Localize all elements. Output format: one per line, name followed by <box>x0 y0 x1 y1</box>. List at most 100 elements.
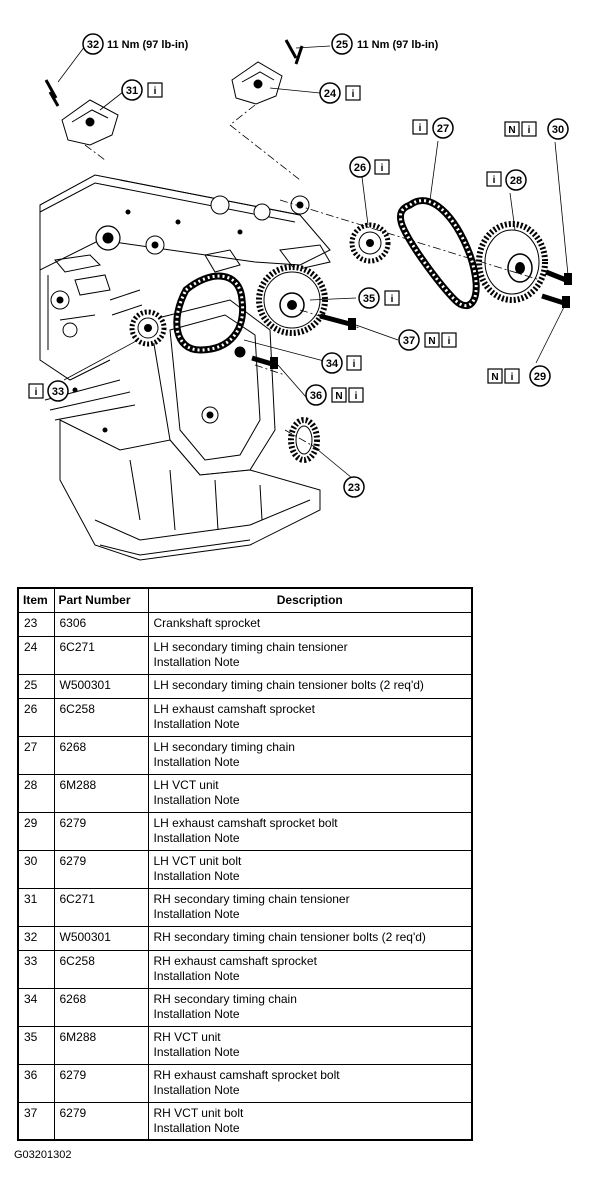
callout-34: 34 i <box>321 352 362 374</box>
rh-secondary-tensioner-bolts <box>44 79 60 107</box>
callout-37-new-part-icon: N <box>428 336 435 347</box>
description-text: RH secondary timing chain <box>153 991 297 1006</box>
cell-description: RH secondary timing chain tensioner bolt… <box>147 925 473 951</box>
cell-item: 30 <box>17 849 55 889</box>
callout-29-new-part-icon: N <box>491 372 498 383</box>
callout-25-torque: 11 Nm (97 lb-in) <box>357 39 439 51</box>
callout-32-torque: 11 Nm (97 lb-in) <box>107 39 189 51</box>
rh-exhaust-camshaft-sprocket-bolt <box>251 355 278 369</box>
callout-27-number: 27 <box>437 123 449 135</box>
callout-33-info-icon: i <box>35 387 38 398</box>
engine-block-drawing <box>39 174 331 561</box>
installation-note-text: Installation Note <box>153 792 240 807</box>
installation-note-text: Installation Note <box>153 868 240 883</box>
cell-part-number: 6C271 <box>53 887 149 927</box>
rh-vct-unit <box>256 264 328 336</box>
callout-30-info-icon: i <box>528 125 531 136</box>
cell-description: LH secondary timing chain tensioner bolt… <box>147 673 473 699</box>
lh-exhaust-camshaft-sprocket-bolt <box>541 293 570 308</box>
description-text: RH exhaust camshaft sprocket bolt <box>153 1067 340 1082</box>
callout-35-info-icon: i <box>391 294 394 305</box>
description-text: Crankshaft sprocket <box>153 615 261 630</box>
rh-exhaust-camshaft-sprocket <box>129 309 167 347</box>
callout-35: 35 i <box>358 287 400 309</box>
callout-28-info-icon: i <box>493 175 496 186</box>
callout-26-number: 26 <box>354 162 366 174</box>
cell-part-number: 6C258 <box>53 697 149 737</box>
cell-part-number: 6C271 <box>53 635 149 675</box>
header-item: Item <box>17 587 55 613</box>
cell-part-number: W500301 <box>53 673 149 699</box>
figure-code: G03201302 <box>14 1149 72 1161</box>
cell-item: 23 <box>17 611 55 637</box>
callout-28: i 28 <box>486 169 527 191</box>
cell-item: 28 <box>17 773 55 813</box>
cell-part-number: 6306 <box>53 611 149 637</box>
callout-25: 25 11 Nm (97 lb-in) <box>331 33 439 55</box>
installation-note-text: Installation Note <box>153 716 240 731</box>
cell-part-number: 6279 <box>53 811 149 851</box>
description-text: RH exhaust camshaft sprocket <box>153 953 317 968</box>
installation-note-text: Installation Note <box>153 1082 240 1097</box>
cell-item: 33 <box>17 949 55 989</box>
description-text: LH secondary timing chain tensioner <box>153 639 348 654</box>
callout-30: N i 30 <box>504 118 569 140</box>
lh-secondary-timing-chain-tensioner <box>231 61 283 105</box>
callout-36-info-icon: i <box>355 391 358 402</box>
lh-exhaust-camshaft-sprocket <box>349 222 391 264</box>
cell-item: 32 <box>17 925 55 951</box>
description-text: RH VCT unit <box>153 1029 221 1044</box>
rh-secondary-timing-chain-tensioner <box>61 99 119 146</box>
cell-part-number: 6M288 <box>53 1025 149 1065</box>
lh-vct-unit-bolt <box>545 269 572 285</box>
cell-item: 37 <box>17 1101 55 1141</box>
callout-33-number: 33 <box>52 386 64 398</box>
timing-components-exploded-view: 32 11 Nm (97 lb-in) 25 11 Nm (97 lb-in) … <box>28 33 572 561</box>
cell-part-number: 6279 <box>53 1101 149 1141</box>
callout-29-number: 29 <box>534 371 546 383</box>
cell-item: 26 <box>17 697 55 737</box>
callout-31-info-icon: i <box>154 86 157 97</box>
callout-32-number: 32 <box>87 39 99 51</box>
callout-37-info-icon: i <box>448 336 451 347</box>
callout-26-info-icon: i <box>381 163 384 174</box>
callout-29: N i 29 <box>487 365 551 387</box>
cell-item: 24 <box>17 635 55 675</box>
callout-24-info-icon: i <box>352 89 355 100</box>
installation-note-text: Installation Note <box>153 1044 240 1059</box>
callout-25-number: 25 <box>336 39 348 51</box>
lh-secondary-timing-chain <box>396 197 480 309</box>
cell-item: 25 <box>17 673 55 699</box>
callout-23-number: 23 <box>348 482 360 494</box>
installation-note-text: Installation Note <box>153 968 240 983</box>
callout-28-number: 28 <box>510 175 522 187</box>
callout-26: 26 i <box>349 156 390 178</box>
crankshaft-sprocket <box>288 417 320 463</box>
description-text: RH secondary timing chain tensioner bolt… <box>153 929 426 944</box>
callout-31: 31 i <box>121 79 163 101</box>
callout-30-number: 30 <box>552 124 564 136</box>
description-text: LH VCT unit <box>153 777 219 792</box>
callout-30-new-part-icon: N <box>508 125 515 136</box>
callout-37-number: 37 <box>403 335 415 347</box>
cell-part-number: 6279 <box>53 1063 149 1103</box>
callout-35-number: 35 <box>363 293 375 305</box>
callout-32: 32 11 Nm (97 lb-in) <box>82 33 189 55</box>
leader-lines <box>57 45 569 479</box>
